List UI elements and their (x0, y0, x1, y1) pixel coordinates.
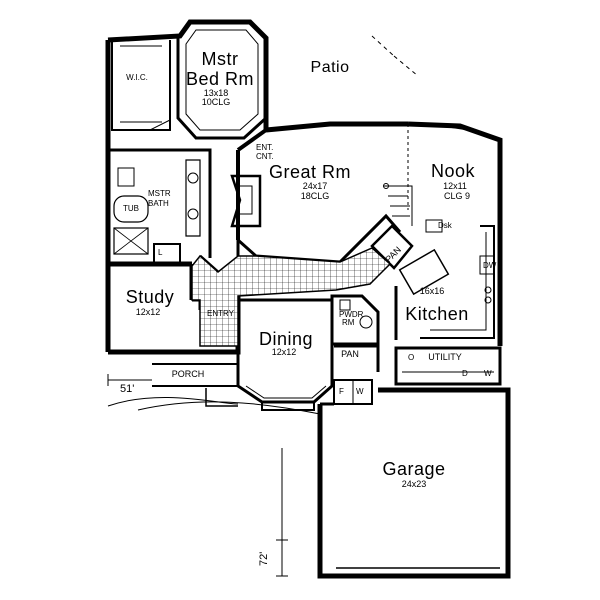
width-dimension-line (107, 374, 152, 386)
great-room-se-angle (338, 213, 402, 264)
toilet (117, 167, 135, 187)
shower-x (113, 227, 149, 255)
wic-door (149, 119, 171, 131)
kitchen-sink-2 (484, 296, 492, 304)
walkway-curve (137, 401, 321, 415)
master-bedroom-inner (185, 29, 259, 131)
wic-shelf (120, 45, 162, 123)
dining-step (261, 402, 315, 411)
utility-walls (394, 346, 502, 386)
bath-tub (113, 195, 149, 223)
master-bedroom-bay (176, 36, 268, 140)
powder-room-walls (330, 294, 380, 346)
great-room-walls (265, 121, 408, 133)
kitchen-sink (484, 286, 492, 294)
kitchen-counter-inner (430, 232, 487, 331)
porch-step (205, 388, 238, 407)
garage-walls (317, 387, 511, 579)
linen-closet (153, 243, 181, 265)
entry-west (192, 298, 202, 310)
kitchen-east-counter (420, 225, 495, 339)
great-room-corner (236, 128, 268, 240)
dining-walls (236, 298, 334, 404)
fireplace-hearth (240, 185, 253, 215)
bath-sink-1 (187, 172, 199, 184)
master-suite-walls (107, 19, 269, 130)
pantry-2-walls (334, 344, 380, 372)
porch-walkway (107, 396, 239, 407)
powder-sink (339, 299, 351, 311)
powder-toilet (359, 315, 373, 329)
bath-sink-2 (187, 208, 199, 220)
kitchen-island (398, 248, 450, 296)
nook-stairs (384, 185, 413, 226)
bath-counter (185, 159, 201, 237)
desk (425, 219, 443, 233)
master-bath-walls (108, 148, 212, 258)
tile-floor-area (191, 247, 392, 347)
patio-edge (371, 35, 419, 77)
nook-bay-window (429, 123, 471, 131)
depth-dimension-line (276, 448, 288, 577)
wic-walls (111, 40, 171, 131)
post-marker (383, 183, 389, 189)
porch-walls (152, 363, 239, 387)
dining-bay (245, 385, 327, 399)
bath-shower (113, 227, 149, 255)
dishwasher (479, 255, 495, 275)
